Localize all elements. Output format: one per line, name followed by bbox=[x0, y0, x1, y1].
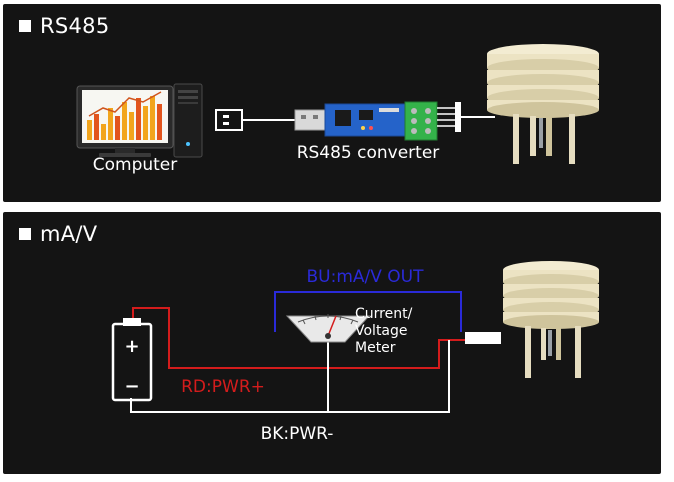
battery-minus: − bbox=[124, 376, 139, 397]
computer-label: Computer bbox=[93, 155, 178, 175]
rs485-panel: RS485 bbox=[3, 4, 661, 202]
screen-chart bbox=[87, 91, 162, 140]
meter-label-line2: Voltage bbox=[355, 323, 408, 339]
signal-wire bbox=[274, 291, 462, 332]
rs485-diagram: Computer bbox=[76, 44, 599, 175]
sensor-icon bbox=[487, 44, 599, 164]
heading-bullet bbox=[19, 228, 31, 240]
usb-plug-icon bbox=[294, 109, 326, 131]
converter-label: RS485 converter bbox=[297, 143, 440, 163]
meter-label-line3: Meter bbox=[355, 340, 396, 356]
rs485-heading-text: RS485 bbox=[40, 14, 110, 38]
analog-heading-text: mA/V bbox=[40, 222, 98, 246]
negative-wire bbox=[130, 340, 450, 413]
negative-label: BK:PWR- bbox=[261, 424, 334, 444]
heading-bullet bbox=[19, 20, 31, 32]
meter-icon bbox=[285, 314, 371, 343]
computer-icon bbox=[76, 83, 203, 158]
sensor-icon bbox=[503, 261, 599, 378]
battery-plus: + bbox=[124, 336, 139, 357]
analog-panel: mA/V BU:mA/V OUT RD:PWR+ BK:PWR- + − bbox=[3, 212, 661, 474]
rs485-heading: RS485 bbox=[19, 14, 110, 38]
analog-diagram: BU:mA/V OUT RD:PWR+ BK:PWR- + − C bbox=[111, 261, 599, 444]
rs485-converter-icon bbox=[294, 101, 461, 141]
sensor-connector bbox=[465, 332, 501, 344]
terminal-block bbox=[404, 101, 438, 141]
signal-label: BU:mA/V OUT bbox=[307, 267, 425, 287]
analog-heading: mA/V bbox=[19, 222, 97, 246]
positive-label: RD:PWR+ bbox=[181, 377, 265, 397]
battery-icon bbox=[111, 318, 153, 402]
positive-wire bbox=[132, 307, 469, 369]
meter-label-line1: Current/ bbox=[355, 306, 413, 322]
serial-port-icon bbox=[215, 109, 243, 131]
